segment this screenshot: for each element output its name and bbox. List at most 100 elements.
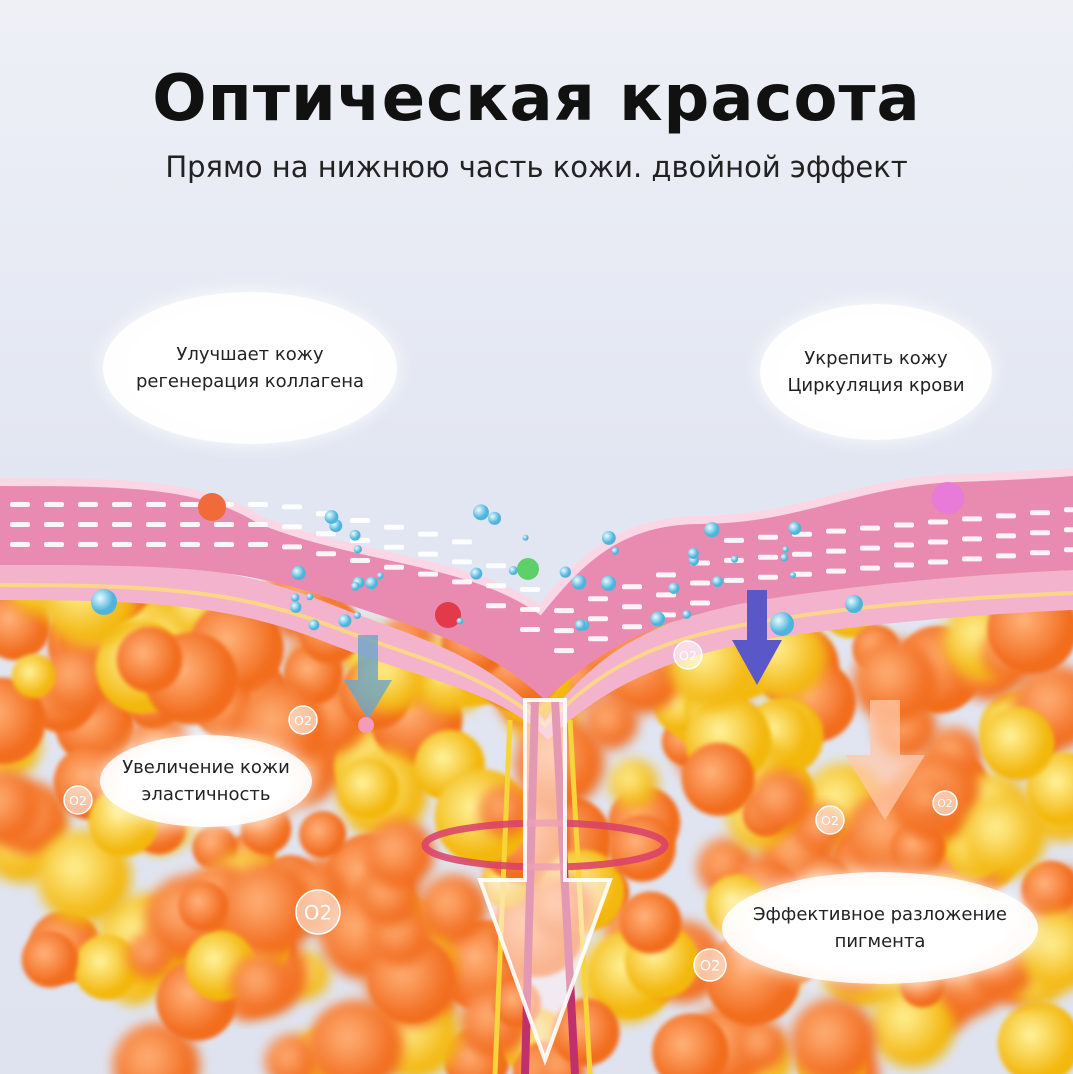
molecule-dot [780,553,789,562]
oxygen-bubble: O2 [63,785,93,815]
molecule-dot [353,611,361,620]
cell-dash [860,545,880,551]
cell-dash [418,571,438,577]
svg-text:O2: O2 [304,902,332,925]
cell-dash [690,600,710,606]
molecule-dot [845,595,863,613]
fat-cell [681,742,755,816]
cell-dash [282,504,302,510]
cell-dash [860,565,880,571]
cell-dash [588,636,608,642]
cell-dash [214,542,234,547]
cell-dash [588,616,608,622]
fat-cell [230,954,293,1017]
cell-dash [384,564,404,570]
cell-dash [316,531,336,537]
cell-dash [724,577,744,583]
fat-cell [299,810,347,859]
page-subtitle: Прямо на нижнюю часть кожи. двойной эффе… [165,150,908,184]
cell-dash [1030,530,1050,536]
molecule-dot [376,572,384,580]
fat-cell [790,998,877,1074]
cell-dash [384,544,404,550]
cell-dash [996,553,1016,559]
molecule-dot [470,567,483,580]
molecule-dot [687,548,699,560]
cell-dash [520,587,540,592]
svg-text:O2: O2 [294,713,312,728]
callout-line: Увеличение кожи [122,757,290,778]
molecule-dot [324,510,339,524]
cell-dash [758,534,778,540]
cell-dash [248,502,268,507]
molecule-dot [571,574,587,590]
callout-collagen: Улучшает кожу регенерация коллагена [103,292,397,444]
cell-dash [146,542,166,547]
cell-dash [452,579,472,585]
cell-dash [452,539,472,545]
cell-dash [894,542,914,548]
light-arrow-down-center [477,698,613,1066]
cell-dash [826,528,846,534]
cell-dash [78,542,98,547]
molecule-dot [435,602,461,628]
cell-dash [1030,510,1050,516]
light-arrow-down-right [845,700,925,820]
cell-dash [1030,550,1050,556]
cell-dash [112,542,132,547]
cell-dash [350,558,370,563]
cell-dash [792,571,812,577]
fat-cell [961,793,1047,878]
molecule-dot [349,529,361,541]
fat-cell [619,891,682,954]
fat-cell [608,758,658,808]
cell-dash [1064,507,1073,513]
cell-dash [1064,547,1073,553]
molecule-dot [712,576,724,587]
molecule-dot [704,522,720,538]
cell-dash [112,522,132,527]
epidermis-layer [0,472,1073,700]
molecule-dot [488,511,502,525]
molecule-dot [770,612,794,636]
cell-dash [112,502,132,507]
molecule-dots [91,482,964,733]
molecule-dot [358,717,374,733]
molecule-dot [788,521,802,535]
molecule-dot [574,619,587,631]
cell-dash [520,607,540,612]
cell-dash [622,604,642,610]
molecule-dot [350,581,360,591]
cell-dash [622,584,642,590]
cell-dash [996,533,1016,539]
fat-cell [997,1001,1073,1074]
fat-cell [21,931,79,988]
fat-cell [749,770,811,832]
cell-dash [180,502,200,507]
oxygen-bubble: O2 [295,889,341,935]
svg-text:O2: O2 [937,797,952,810]
cell-dash [486,603,506,609]
fat-cell [583,694,638,750]
molecule-dot [682,610,692,619]
cell-dash [418,531,438,537]
molecule-dot [91,589,117,615]
molecule-dot [338,614,352,628]
cell-dash [1064,527,1073,533]
cell-dash [656,572,676,578]
molecule-dot [308,619,320,631]
cell-dash [554,608,574,614]
molecule-dot [290,601,302,613]
cell-dash [248,522,268,527]
molecule-dot [650,611,666,627]
svg-text:O2: O2 [821,813,839,828]
cell-dash [44,542,64,547]
callout-line: Эффективное разложение [752,904,1008,925]
cell-dash [860,525,880,531]
cell-dash [146,522,166,527]
fat-cell [116,626,183,693]
fat-cell [1021,860,1073,918]
molecule-dot [522,534,529,541]
fat-cell [178,881,229,932]
